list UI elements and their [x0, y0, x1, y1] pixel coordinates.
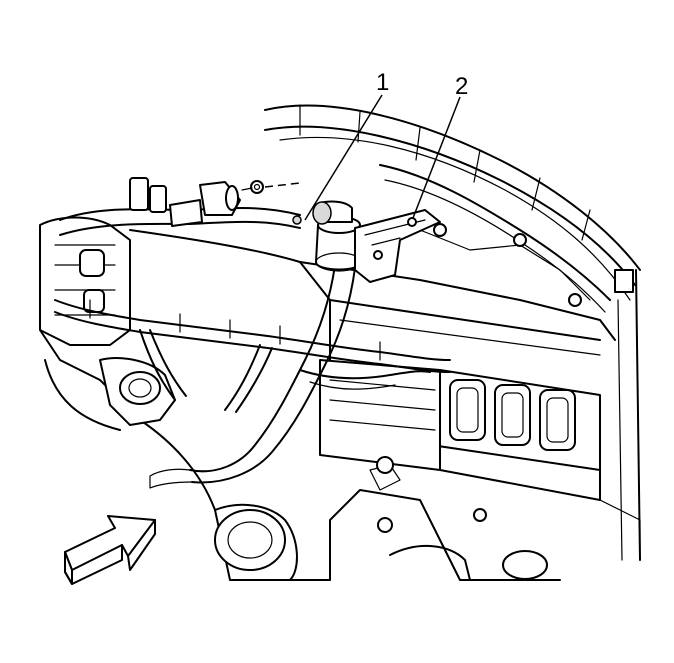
- left-radiator-support: [39, 216, 131, 346]
- upper-vent-hose: [59, 177, 302, 236]
- hollow-3d-arrow-icon: [64, 515, 156, 585]
- wiring-harness: [54, 299, 451, 413]
- vent-hose: [149, 264, 356, 489]
- callout-2-label: 2: [455, 73, 468, 100]
- lower-front-structure: [139, 419, 641, 581]
- battery-tray: [319, 359, 601, 501]
- left-fender-wall: [39, 329, 176, 431]
- cowl-wiring-channel: [379, 164, 611, 313]
- callout-1-leader: [304, 94, 383, 221]
- callout-2-leader: [412, 96, 461, 219]
- vapor-canister: [312, 200, 363, 272]
- mounting-bracket: [354, 209, 441, 283]
- installation-dashed-line: [264, 182, 301, 188]
- cowl-panel: [264, 104, 641, 561]
- callout-1-label: 1: [376, 69, 389, 96]
